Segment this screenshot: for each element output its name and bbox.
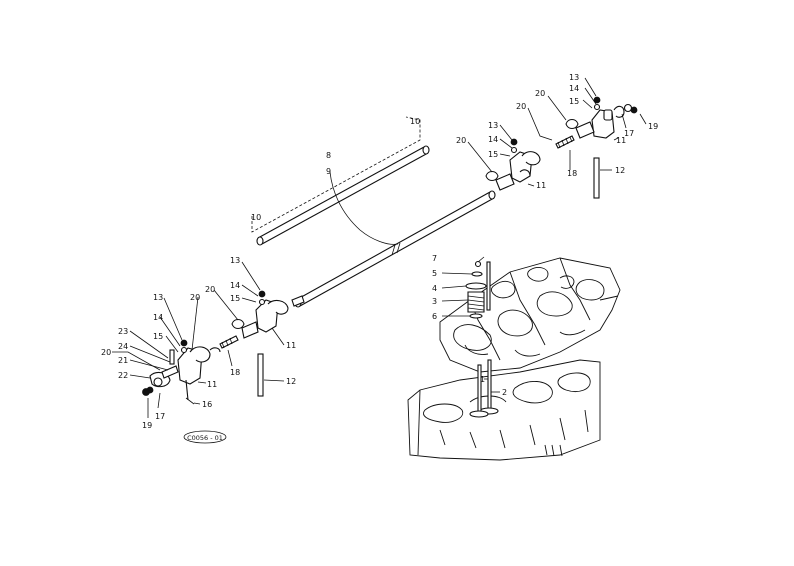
callout-8: 8: [326, 151, 331, 160]
callout-17-rear: 17: [624, 129, 634, 138]
callout-14-center: 14: [230, 281, 240, 290]
callout-19-front: 19: [142, 421, 152, 430]
callout-17-front: 17: [155, 412, 165, 421]
callout-20-mid: 20: [456, 136, 466, 145]
rocker-assembly-mid: [485, 138, 541, 191]
callout-12-center: 12: [286, 377, 296, 386]
reference-code: C0056 - 01: [187, 434, 223, 442]
callout-11-center: 11: [286, 341, 296, 350]
leader-lines: [112, 77, 647, 418]
callout-labels: 13 14 15 20 20 11 17 19 12 13 14 15 20 1…: [101, 73, 658, 430]
reference-code-badge: C0056 - 01: [183, 430, 227, 444]
callout-20-center: 20: [205, 285, 215, 294]
rocker-assembly-front: [142, 339, 221, 405]
callout-1: 1: [480, 375, 485, 384]
callout-4: 4: [432, 284, 437, 293]
cylinder-head: [407, 257, 621, 461]
callout-15-front: 15: [153, 332, 163, 341]
callout-2: 2: [502, 388, 507, 397]
callout-11-front: 11: [207, 380, 217, 389]
callout-24: 24: [118, 342, 128, 351]
callout-11-mid: 11: [536, 181, 546, 190]
callout-14-rear: 14: [569, 84, 579, 93]
callout-20-front-top: 20: [190, 293, 200, 302]
callout-13-center: 13: [230, 256, 240, 265]
callout-13-front: 13: [153, 293, 163, 302]
callout-3: 3: [432, 297, 437, 306]
callout-10-right: 10: [410, 117, 420, 126]
callout-21: 21: [118, 356, 128, 365]
valve-stack: [465, 260, 499, 418]
callout-15-rear: 15: [569, 97, 579, 106]
callout-14-front: 14: [153, 313, 163, 322]
callout-15-center: 15: [230, 294, 240, 303]
callout-20-rear-b: 20: [535, 89, 545, 98]
callout-5: 5: [432, 269, 437, 278]
callout-23: 23: [118, 327, 128, 336]
callout-20-rear-a: 20: [516, 102, 526, 111]
callout-9: 9: [326, 167, 331, 176]
callout-10-left: 10: [251, 213, 261, 222]
callout-12-rear: 12: [615, 166, 625, 175]
callout-18-center: 18: [230, 368, 240, 377]
rocker-shaft-upper: [251, 116, 430, 246]
callout-6: 6: [432, 312, 437, 321]
callout-15-mid: 15: [488, 150, 498, 159]
callout-20-front-left: 20: [101, 348, 111, 357]
callout-18-mid: 18: [567, 169, 577, 178]
callout-11-rear: 11: [616, 136, 626, 145]
callout-7: 7: [432, 254, 437, 263]
rocker-assembly-center: [219, 290, 305, 397]
callout-16: 16: [202, 400, 212, 409]
callout-13-mid: 13: [488, 121, 498, 130]
rocker-shaft-lower: [294, 190, 496, 308]
rocker-assembly-rear: [555, 96, 638, 199]
callout-14-mid: 14: [488, 135, 498, 144]
callout-13-rear: 13: [569, 73, 579, 82]
callout-22: 22: [118, 371, 128, 380]
callout-19-rear: 19: [648, 122, 658, 131]
